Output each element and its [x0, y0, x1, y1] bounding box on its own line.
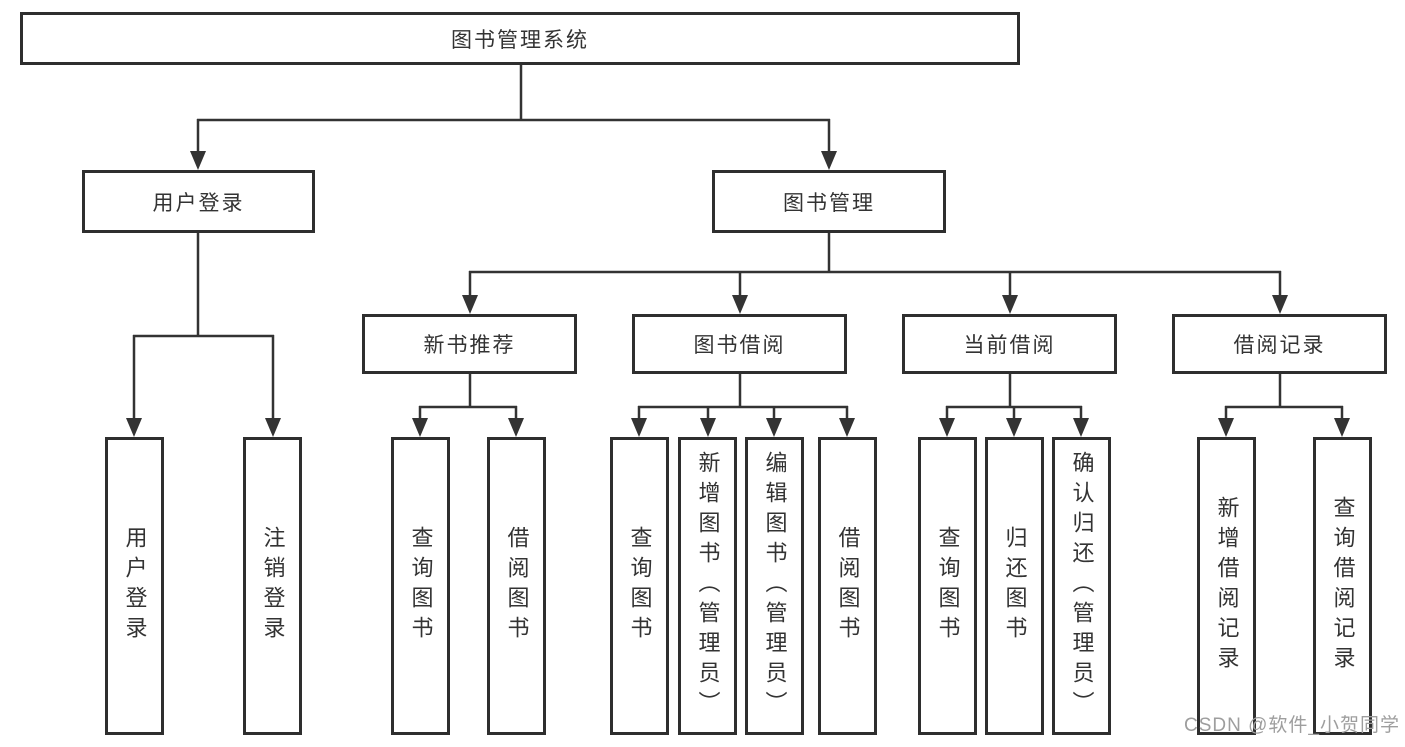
node-new-book-recommend: 新书推荐: [362, 314, 577, 374]
leaf-confirm-return-admin: 确认归还（管理员）: [1052, 437, 1111, 735]
node-label: 查询借阅记录: [1330, 496, 1356, 676]
csdn-watermark: CSDN @软件_小贺同学: [1184, 715, 1400, 736]
node-book-borrowing: 图书借阅: [632, 314, 847, 374]
node-label: 归还图书: [1002, 526, 1028, 646]
node-label: 图书借阅: [693, 334, 786, 357]
node-system-root: 图书管理系统: [20, 12, 1020, 65]
node-label: 图书管理系统: [451, 28, 589, 52]
node-label: 查询图书: [627, 526, 653, 646]
node-label: 图书管理: [783, 191, 875, 215]
node-borrowing-records: 借阅记录: [1172, 314, 1387, 374]
leaf-user-login: 用户登录: [105, 437, 164, 735]
leaf-borrow-books: 借阅图书: [818, 437, 877, 735]
leaf-logout: 注销登录: [243, 437, 302, 735]
node-label: 新增图书（管理员）: [695, 451, 721, 721]
node-label: 编辑图书（管理员）: [762, 451, 788, 721]
node-label: 用户登录: [152, 191, 245, 215]
leaf-query-borrow-record: 查询借阅记录: [1313, 437, 1372, 735]
leaf-add-borrow-record: 新增借阅记录: [1197, 437, 1256, 735]
node-label: 查询图书: [935, 526, 961, 646]
node-label: 新增借阅记录: [1214, 496, 1240, 676]
node-label: 注销登录: [260, 526, 286, 646]
node-label: 借阅图书: [504, 526, 530, 646]
node-label: 查询图书: [408, 526, 434, 646]
node-book-management: 图书管理: [712, 170, 946, 233]
node-current-borrowing: 当前借阅: [902, 314, 1117, 374]
node-label: 新书推荐: [423, 334, 516, 357]
node-label: 确认归还（管理员）: [1069, 451, 1095, 721]
leaf-borrow-books-recommend: 借阅图书: [487, 437, 546, 735]
leaf-add-books-admin: 新增图书（管理员）: [678, 437, 737, 735]
leaf-query-books-recommend: 查询图书: [391, 437, 450, 735]
leaf-query-books-borrowing: 查询图书: [610, 437, 669, 735]
leaf-return-books: 归还图书: [985, 437, 1044, 735]
node-label: 借阅记录: [1233, 334, 1326, 357]
node-label: 用户登录: [122, 526, 148, 646]
leaf-query-books-current: 查询图书: [918, 437, 977, 735]
node-user-login: 用户登录: [82, 170, 315, 233]
leaf-edit-books-admin: 编辑图书（管理员）: [745, 437, 804, 735]
node-label: 当前借阅: [963, 334, 1056, 357]
node-label: 借阅图书: [835, 526, 861, 646]
